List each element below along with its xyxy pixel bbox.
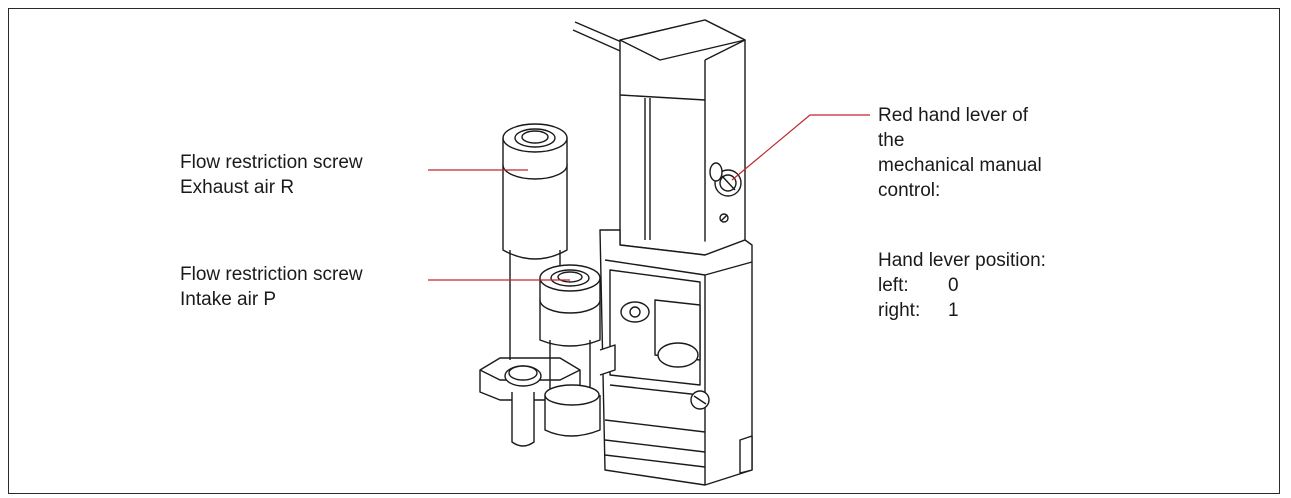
position-row-left: left: 0 (878, 273, 1046, 298)
label-exhaust-line1: Flow restriction screw (180, 152, 363, 173)
label-intake-line2: Intake air P (180, 289, 277, 310)
position-value-left: 0 (948, 275, 959, 296)
valve-body (599, 229, 753, 486)
base-plate (479, 357, 581, 447)
solenoid-head (619, 19, 746, 256)
hand-lever-knob (709, 162, 742, 223)
label-position-heading: Hand lever position: (878, 250, 1046, 271)
label-lever-position: Hand lever position: left: 0 right: 1 (878, 248, 1046, 323)
label-exhaust-flow-screw: Flow restriction screw Exhaust air R (180, 150, 363, 200)
position-row-right: right: 1 (878, 298, 1046, 323)
label-lever-line2: the (878, 130, 905, 151)
position-key-right: right: (878, 300, 921, 321)
position-value-right: 1 (948, 300, 959, 321)
label-lever-line4: control: (878, 180, 941, 201)
label-hand-lever: Red hand lever of the mechanical manual … (878, 103, 1042, 203)
position-key-left: left: (878, 275, 909, 296)
label-intake-flow-screw: Flow restriction screw Intake air P (180, 262, 363, 312)
label-intake-line1: Flow restriction screw (180, 264, 363, 285)
label-lever-line3: mechanical manual (878, 155, 1042, 176)
label-exhaust-line2: Exhaust air R (180, 177, 295, 198)
label-lever-line1: Red hand lever of (878, 105, 1028, 126)
leader-lines (428, 114, 870, 281)
flow-restriction-cylinder-exhaust (502, 123, 568, 360)
flow-restriction-cylinder-intake (539, 264, 616, 437)
leader-line-lever (731, 114, 870, 181)
